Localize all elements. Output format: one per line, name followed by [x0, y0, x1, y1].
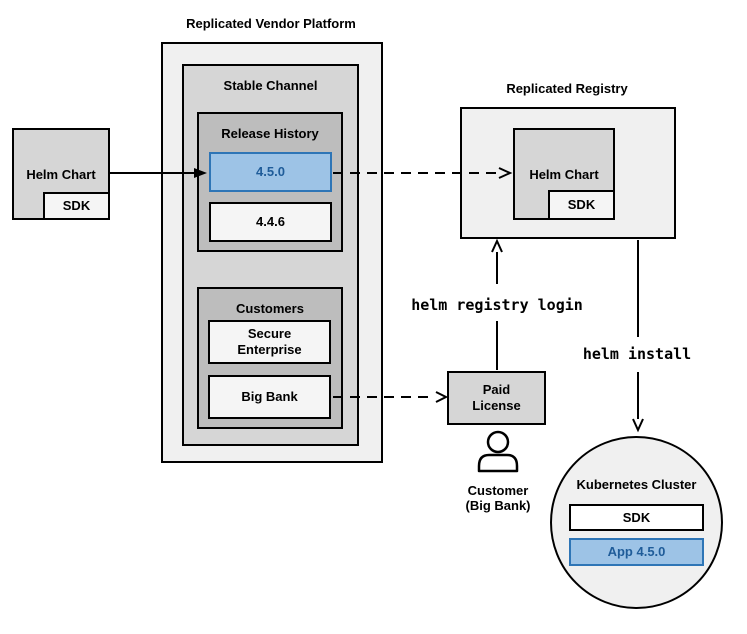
- stable-channel-box: Stable Channel Release History 4.5.0 4.4…: [182, 64, 359, 446]
- registry-sdk-box: SDK: [548, 190, 615, 220]
- stable-channel-title: Stable Channel: [223, 78, 318, 93]
- kubernetes-cluster-circle: Kubernetes Cluster SDK App 4.5.0: [550, 436, 723, 609]
- release-box-4-4-6: 4.4.6: [209, 202, 332, 242]
- helm-install-command: helm install: [582, 345, 692, 363]
- customers-title: Customers: [236, 301, 304, 316]
- customers-box: Customers Secure Enterprise Big Bank: [197, 287, 343, 429]
- release-history-title: Release History: [221, 126, 319, 141]
- customer-box-big-bank: Big Bank: [208, 375, 331, 419]
- release-box-4-5-0: 4.5.0: [209, 152, 332, 192]
- cluster-sdk-box: SDK: [569, 504, 704, 531]
- customer-box-secure-enterprise: Secure Enterprise: [208, 320, 331, 364]
- registry-box: Helm Chart SDK: [460, 107, 676, 239]
- arrow-install-to-cluster-head: [632, 418, 644, 433]
- person-icon: [486, 430, 510, 454]
- person-icon-body: [477, 453, 519, 473]
- registry-title: Replicated Registry: [506, 81, 628, 96]
- source-helm-chart-box: Helm Chart SDK: [12, 128, 110, 220]
- source-helm-chart-label: Helm Chart: [26, 166, 96, 182]
- customer-caption: Customer (Big Bank): [465, 483, 531, 513]
- vendor-platform-box: Stable Channel Release History 4.5.0 4.4…: [161, 42, 383, 463]
- registry-helm-chart-box: Helm Chart SDK: [513, 128, 615, 220]
- kubernetes-cluster-title: Kubernetes Cluster: [576, 477, 697, 492]
- helm-registry-login-command: helm registry login: [411, 296, 583, 314]
- arrow-bigbank-to-license-head: [435, 391, 449, 403]
- cluster-app-box: App 4.5.0: [569, 538, 704, 566]
- release-history-box: Release History 4.5.0 4.4.6: [197, 112, 343, 252]
- paid-license-box: Paid License: [447, 371, 546, 425]
- arrow-login-to-registry-head: [491, 238, 503, 253]
- source-sdk-box: SDK: [43, 192, 110, 220]
- vendor-platform-title: Replicated Vendor Platform: [186, 16, 356, 31]
- registry-helm-chart-label: Helm Chart: [529, 166, 599, 182]
